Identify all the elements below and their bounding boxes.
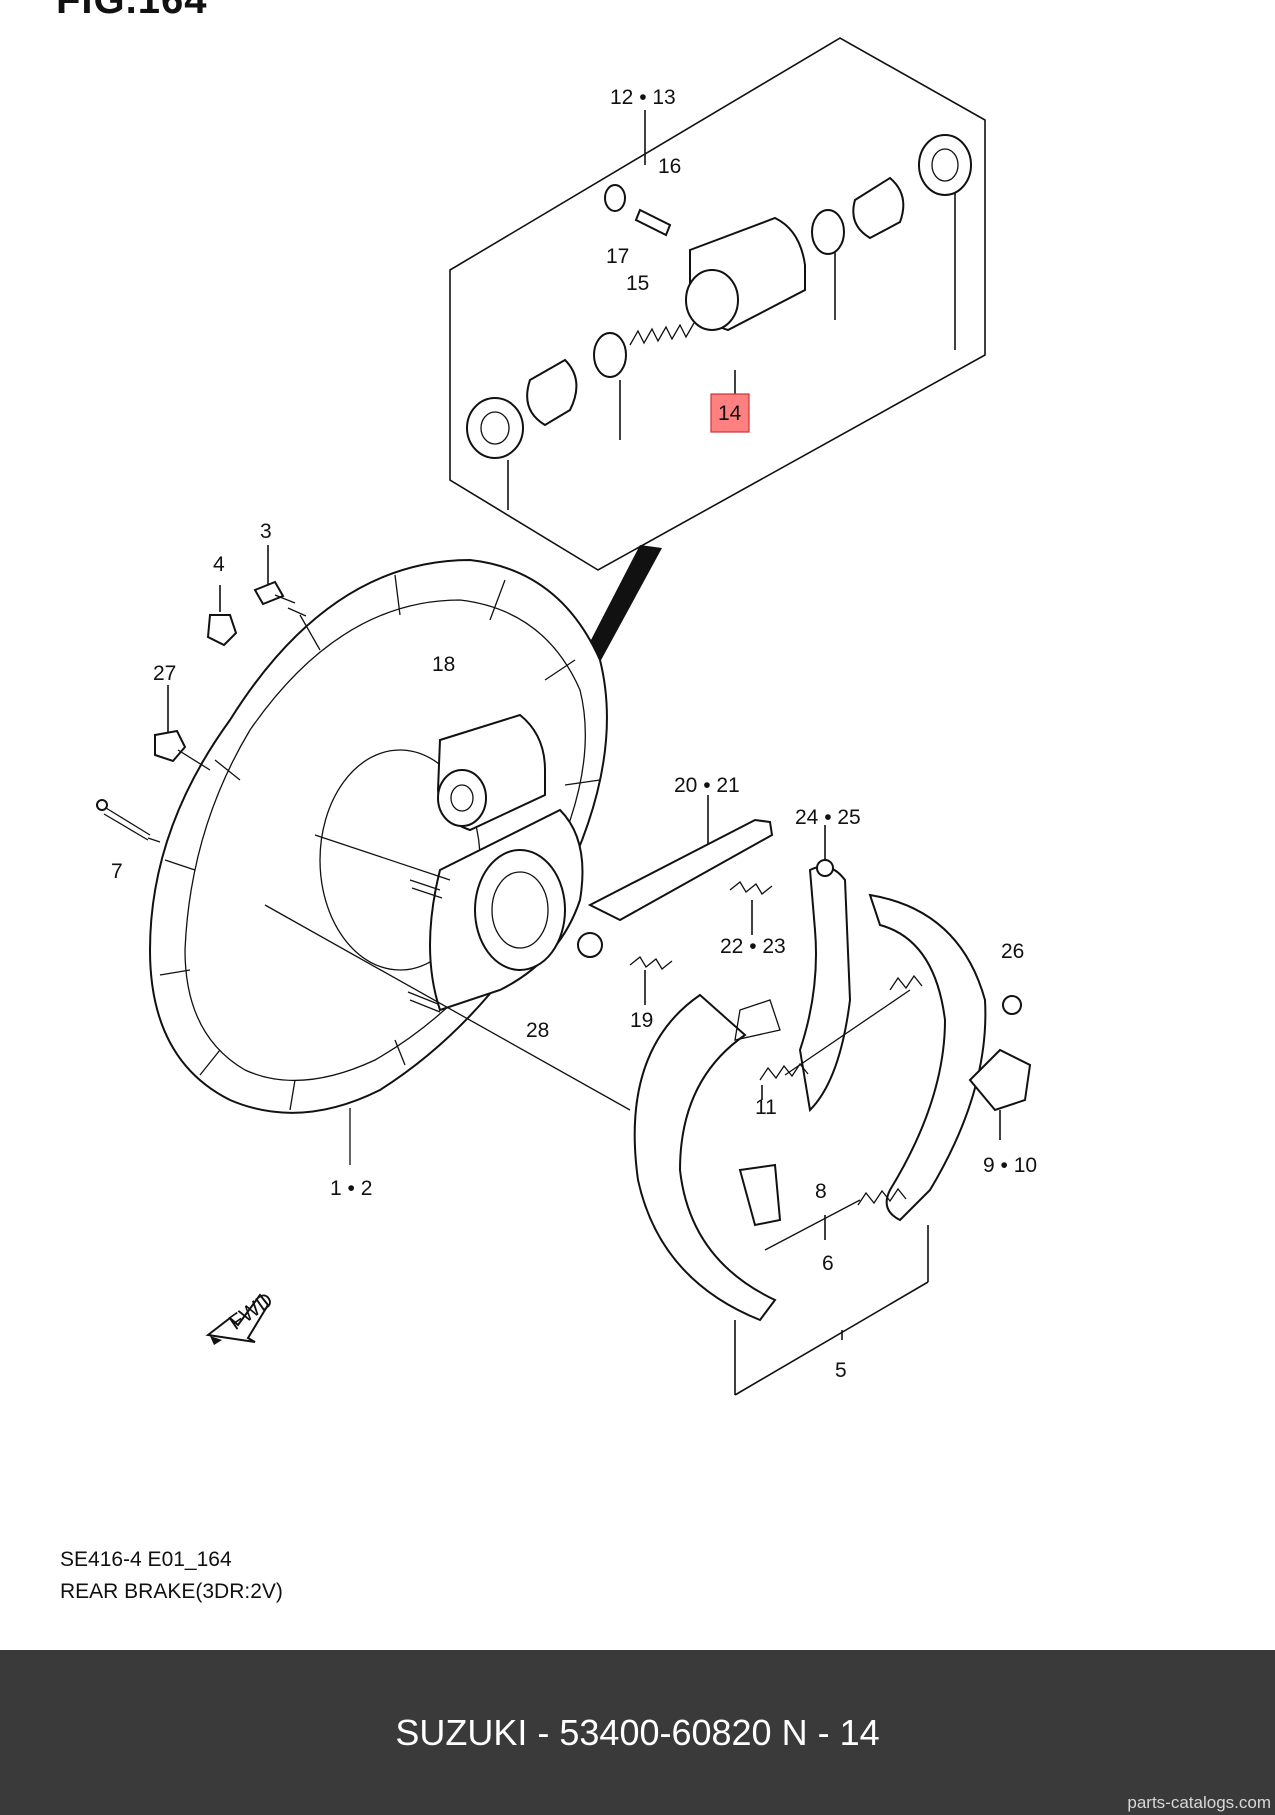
label-12-13: 12 • 13	[610, 86, 676, 109]
site-watermark: parts-catalogs.com	[1127, 1793, 1271, 1812]
label-22-23: 22 • 23	[720, 935, 786, 958]
rear-brake-exploded-diagram: FWD 12 • 13 16 17 15 14 3 4 27 18 7 20 •…	[96, 37, 1037, 1396]
figure-title: FIG.164	[56, 0, 208, 22]
label-7: 7	[111, 860, 123, 883]
label-9-10: 9 • 10	[983, 1154, 1037, 1177]
wheel-cylinder-inset	[449, 37, 986, 708]
label-15: 15	[626, 272, 649, 295]
label-20-21: 20 • 21	[674, 774, 740, 797]
label-24-25: 24 • 25	[795, 806, 861, 829]
adjuster-strut	[798, 825, 852, 1113]
label-5: 5	[835, 1359, 847, 1382]
footer-bar: SUZUKI - 53400-60820 N - 14 parts-catalo…	[0, 1650, 1275, 1815]
fasteners-left	[96, 545, 307, 843]
label-26: 26	[1001, 940, 1024, 963]
label-4: 4	[213, 553, 225, 576]
backing-plate	[148, 558, 631, 1165]
label-6: 6	[822, 1252, 834, 1275]
label-19: 19	[630, 1009, 653, 1032]
brake-shoes	[633, 893, 1032, 1396]
label-1-2: 1 • 2	[330, 1177, 372, 1200]
label-8: 8	[815, 1180, 827, 1203]
part-14-highlight[interactable]	[710, 393, 750, 433]
label-17: 17	[606, 245, 629, 268]
figure-code: SE416-4 E01_164	[60, 1548, 232, 1571]
label-14[interactable]: 14	[718, 402, 742, 425]
part-number-title: SUZUKI - 53400-60820 N - 14	[395, 1712, 880, 1753]
fwd-arrow-icon: FWD	[205, 1288, 277, 1345]
parking-brake-lever	[577, 795, 774, 1005]
figure-name: REAR BRAKE(3DR:2V)	[60, 1580, 283, 1603]
label-18: 18	[432, 653, 455, 676]
label-3: 3	[260, 520, 272, 543]
label-11: 11	[755, 1096, 777, 1119]
label-27: 27	[153, 662, 176, 685]
label-28: 28	[526, 1019, 549, 1042]
label-16: 16	[658, 155, 681, 178]
